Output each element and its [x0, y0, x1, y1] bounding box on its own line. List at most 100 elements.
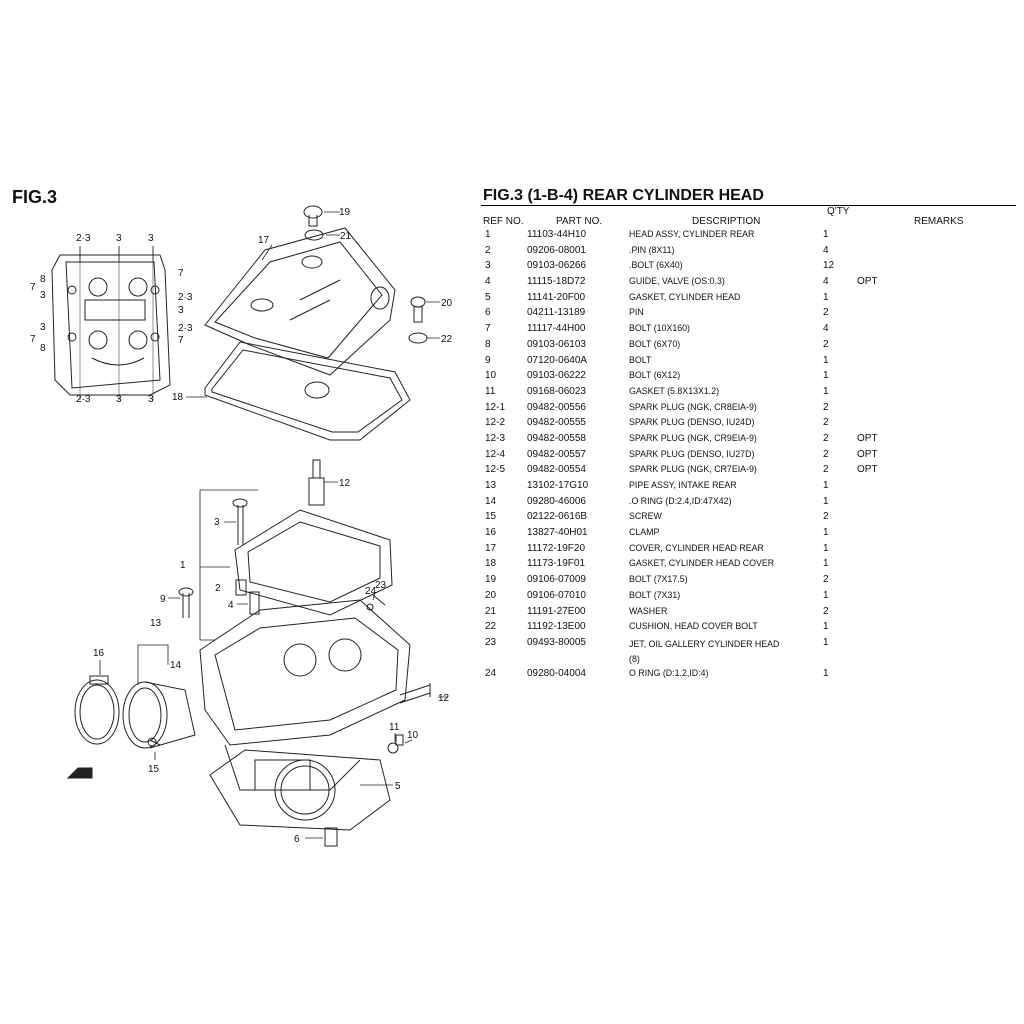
cell-description: GASKET, CYLINDER HEAD COVER	[629, 558, 775, 570]
head-top-view	[51, 246, 171, 400]
cell-ref-no: 20	[485, 589, 497, 601]
cell-part-no: 13827-40H01	[527, 527, 588, 539]
callout-top-7b: 7	[30, 334, 36, 345]
callout-top-23: 2·3	[76, 233, 91, 244]
cell-part-no: 09280-04004	[527, 667, 586, 679]
header-ref: REF NO.	[483, 216, 524, 227]
callout-top-23c: 2·3	[178, 323, 193, 334]
cell-ref-no: 11	[485, 385, 496, 397]
cell-ref-no: 16	[485, 527, 497, 539]
cell-qty: 2	[823, 417, 829, 429]
cell-part-no: 13102-17G10	[527, 480, 589, 491]
cell-part-no: 09482-00555	[527, 417, 586, 429]
cell-description: BOLT	[629, 354, 652, 366]
cell-description: GASKET (5.8X13X1.2)	[629, 385, 720, 397]
cell-qty: 1	[823, 229, 829, 240]
callout-6: 6	[294, 834, 300, 845]
cell-ref-no: 19	[485, 574, 497, 586]
cell-part-no: 09280-46006	[527, 495, 586, 507]
cell-description: O RING (D:1.2,ID:4)	[629, 667, 709, 679]
cell-remarks: OPT	[857, 448, 878, 460]
cell-description: PIPE ASSY, INTAKE REAR	[629, 480, 737, 491]
cell-qty: 4	[823, 323, 829, 335]
cover-gasket	[204, 341, 411, 441]
cylinder-gasket	[209, 749, 391, 831]
header-remarks: REMARKS	[914, 216, 964, 227]
cell-qty: 2	[823, 605, 829, 617]
figure-label: FIG.3	[12, 187, 58, 207]
callout-top-7c: 7	[178, 268, 184, 279]
callout-14: 14	[170, 660, 182, 671]
cell-qty: 1	[823, 589, 829, 601]
cell-ref-no: 6	[485, 307, 491, 319]
cell-ref-no: 14	[485, 495, 497, 507]
cell-qty: 1	[823, 527, 829, 539]
cell-part-no: 11192-13E00	[527, 621, 586, 633]
cell-qty: 1	[823, 480, 829, 491]
cell-qty: 1	[823, 370, 829, 382]
callout-22: 22	[441, 334, 453, 345]
cell-ref-no: 8	[485, 338, 491, 350]
callout-top-3d: 3	[40, 322, 46, 333]
cell-remarks: OPT	[857, 432, 878, 444]
cell-ref-no: 24	[485, 667, 497, 679]
callout-13: 13	[150, 618, 162, 629]
cell-part-no: 09482-00557	[527, 448, 586, 460]
cell-qty: 2	[823, 307, 829, 319]
callout-2: 2	[215, 583, 221, 594]
callout-19: 19	[339, 207, 351, 218]
cell-description: .O RING (D:2.4,ID:47X42)	[629, 495, 732, 507]
callout-top-3e: 3	[178, 305, 184, 316]
cell-part-no: 11103-44H10	[527, 229, 587, 240]
cell-qty: 2	[823, 511, 829, 523]
cell-qty: 12	[823, 260, 835, 272]
table-title: FIG.3 (1-B-4) REAR CYLINDER HEAD	[483, 187, 764, 204]
cell-ref-no: 12-5	[485, 464, 506, 476]
cell-part-no: 11172-19F20	[527, 542, 586, 554]
cell-part-no: 09106-07010	[527, 589, 586, 601]
cell-ref-no: 23	[485, 636, 497, 648]
cell-part-no: 09482-00556	[527, 401, 586, 413]
cell-remarks: OPT	[857, 464, 878, 476]
cell-description: CUSHION, HEAD COVER BOLT	[629, 621, 758, 633]
cell-qty: 4	[823, 276, 829, 288]
title-underline	[481, 205, 1016, 206]
cell-part-no: 04211-13189	[527, 307, 586, 319]
cell-ref-no: 15	[485, 511, 497, 523]
cell-ref-no: 12-1	[485, 401, 506, 413]
cell-description: BOLT (7X31)	[629, 589, 681, 601]
cell-ref-no: 1	[485, 229, 491, 240]
cell-description: COVER, CYLINDER HEAD REAR	[629, 542, 764, 554]
cylinder-head	[199, 509, 411, 791]
callout-top-7d: 7	[178, 335, 184, 346]
cell-description: JET, OIL GALLERY CYLINDER HEAD (8)	[629, 638, 780, 666]
callout-top-3c: 3	[40, 290, 46, 301]
cell-qty: 2	[823, 432, 829, 444]
cell-description: GUIDE, VALVE (OS:0.3)	[629, 276, 725, 288]
cell-qty: 2	[823, 464, 829, 476]
callout-10: 10	[407, 730, 419, 741]
cell-part-no: 09482-00554	[527, 464, 586, 476]
cell-part-no: 07120-0640A	[527, 354, 588, 366]
cell-description: .BOLT (6X40)	[629, 260, 683, 272]
header-description: DESCRIPTION	[692, 216, 761, 227]
cell-qty: 1	[823, 667, 829, 679]
callout-21: 21	[340, 231, 352, 242]
cell-description: BOLT (6X12)	[629, 370, 681, 382]
